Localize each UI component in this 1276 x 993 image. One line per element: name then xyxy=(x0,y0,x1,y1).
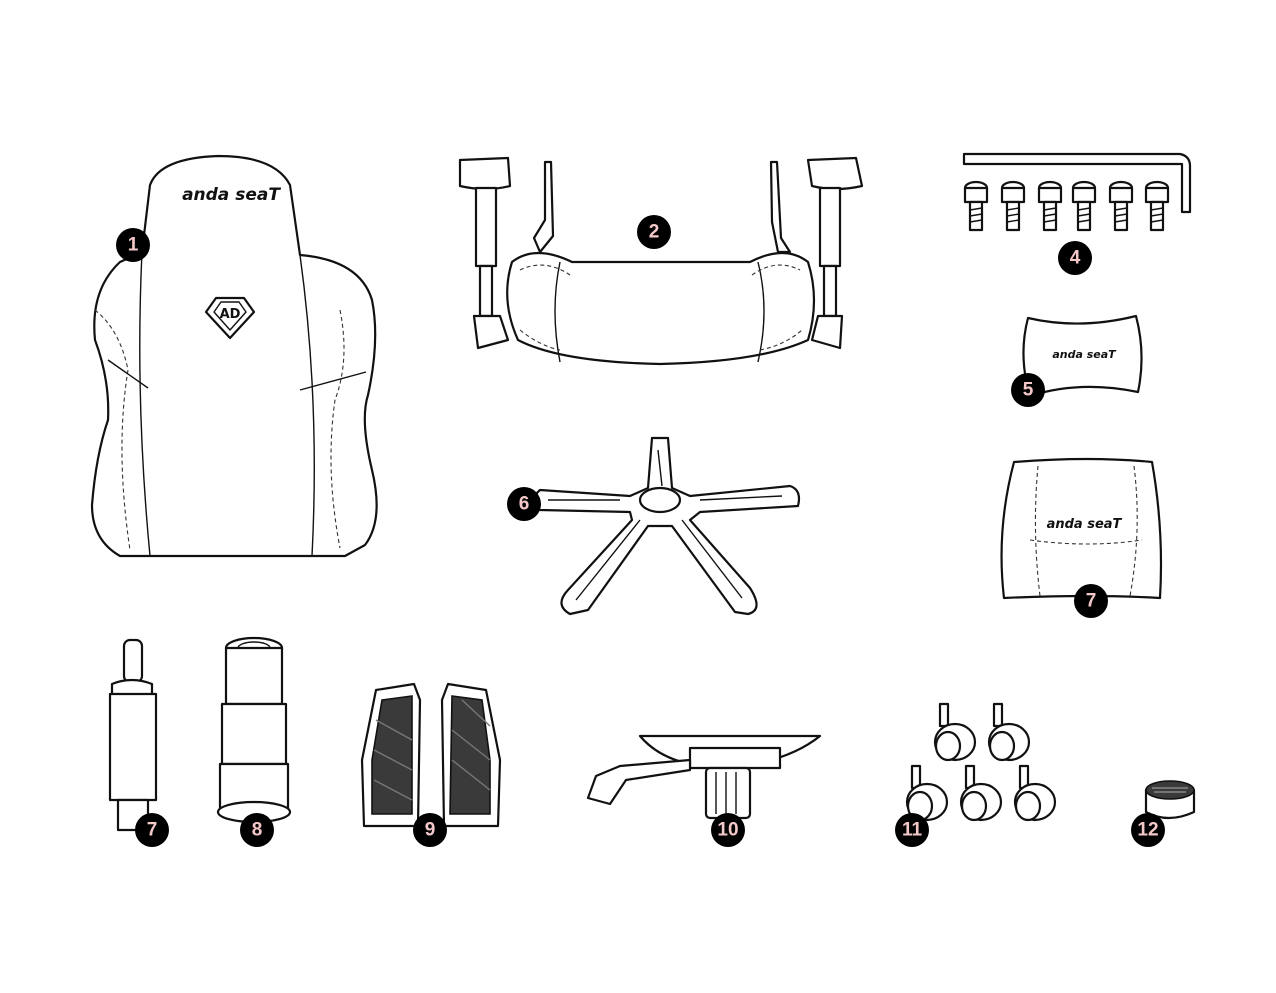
part-number-badge: 4 xyxy=(1058,241,1092,275)
screw-icon xyxy=(1108,180,1134,232)
part-number: 12 xyxy=(1137,820,1158,841)
caster-icon xyxy=(905,764,949,822)
part-number: 10 xyxy=(717,820,738,841)
part-number: 7 xyxy=(147,820,158,841)
headrest-pillow-icon: anda seaT xyxy=(1022,314,1143,398)
part-number-badge: 6 xyxy=(507,487,541,521)
caster-icon xyxy=(959,764,1003,822)
backrest-wordmark: anda seaT xyxy=(182,185,281,205)
part-number: 11 xyxy=(902,820,923,841)
part-number-badge: 10 xyxy=(711,813,745,847)
screw-icon xyxy=(1144,180,1170,232)
pillow-wordmark: anda seaT xyxy=(1052,348,1117,361)
part-number: 8 xyxy=(252,820,263,841)
caster-icon xyxy=(933,702,977,762)
screw-icon xyxy=(1037,180,1063,232)
cap-icon xyxy=(1144,780,1196,820)
part-number: 1 xyxy=(128,235,139,256)
tilt-mechanism-icon xyxy=(586,734,822,820)
screw-icon xyxy=(1071,180,1097,232)
caster-icon xyxy=(987,702,1031,762)
seat-with-armrests-icon xyxy=(458,156,864,366)
caster-icon xyxy=(1013,764,1057,822)
part-number-badge: 7 xyxy=(1074,584,1108,618)
side-covers-icon xyxy=(360,682,502,828)
emblem-letters: AD xyxy=(220,307,241,322)
casters-icon xyxy=(905,702,1057,822)
part-number-badge: 9 xyxy=(413,813,447,847)
part-number-badge: 2 xyxy=(637,215,671,249)
screw-icon xyxy=(1000,180,1026,232)
anda-seat-emblem-icon: AD xyxy=(204,296,256,340)
part-number-badge: 7 xyxy=(135,813,169,847)
lumbar-pillow-icon: anda seaT xyxy=(1000,457,1163,600)
lumbar-wordmark: anda seaT xyxy=(1047,517,1123,532)
part-number: 2 xyxy=(649,222,660,243)
backrest-icon: anda seaT AD xyxy=(90,154,378,558)
part-number: 4 xyxy=(1070,248,1081,269)
screw-icon xyxy=(963,180,989,232)
part-number: 5 xyxy=(1023,380,1034,401)
part-number-badge: 1 xyxy=(116,228,150,262)
five-star-base-icon xyxy=(532,436,801,616)
part-number: 6 xyxy=(519,494,530,515)
cylinder-cover-icon xyxy=(216,636,292,824)
part-number-badge: 5 xyxy=(1011,373,1045,407)
part-number: 7 xyxy=(1086,591,1097,612)
screws-and-hex-key-icon xyxy=(962,152,1192,232)
part-number-badge: 8 xyxy=(240,813,274,847)
part-number-badge: 11 xyxy=(895,813,929,847)
part-number-badge: 12 xyxy=(1131,813,1165,847)
gas-lift-cylinder-icon xyxy=(108,638,158,832)
part-number: 9 xyxy=(425,820,436,841)
